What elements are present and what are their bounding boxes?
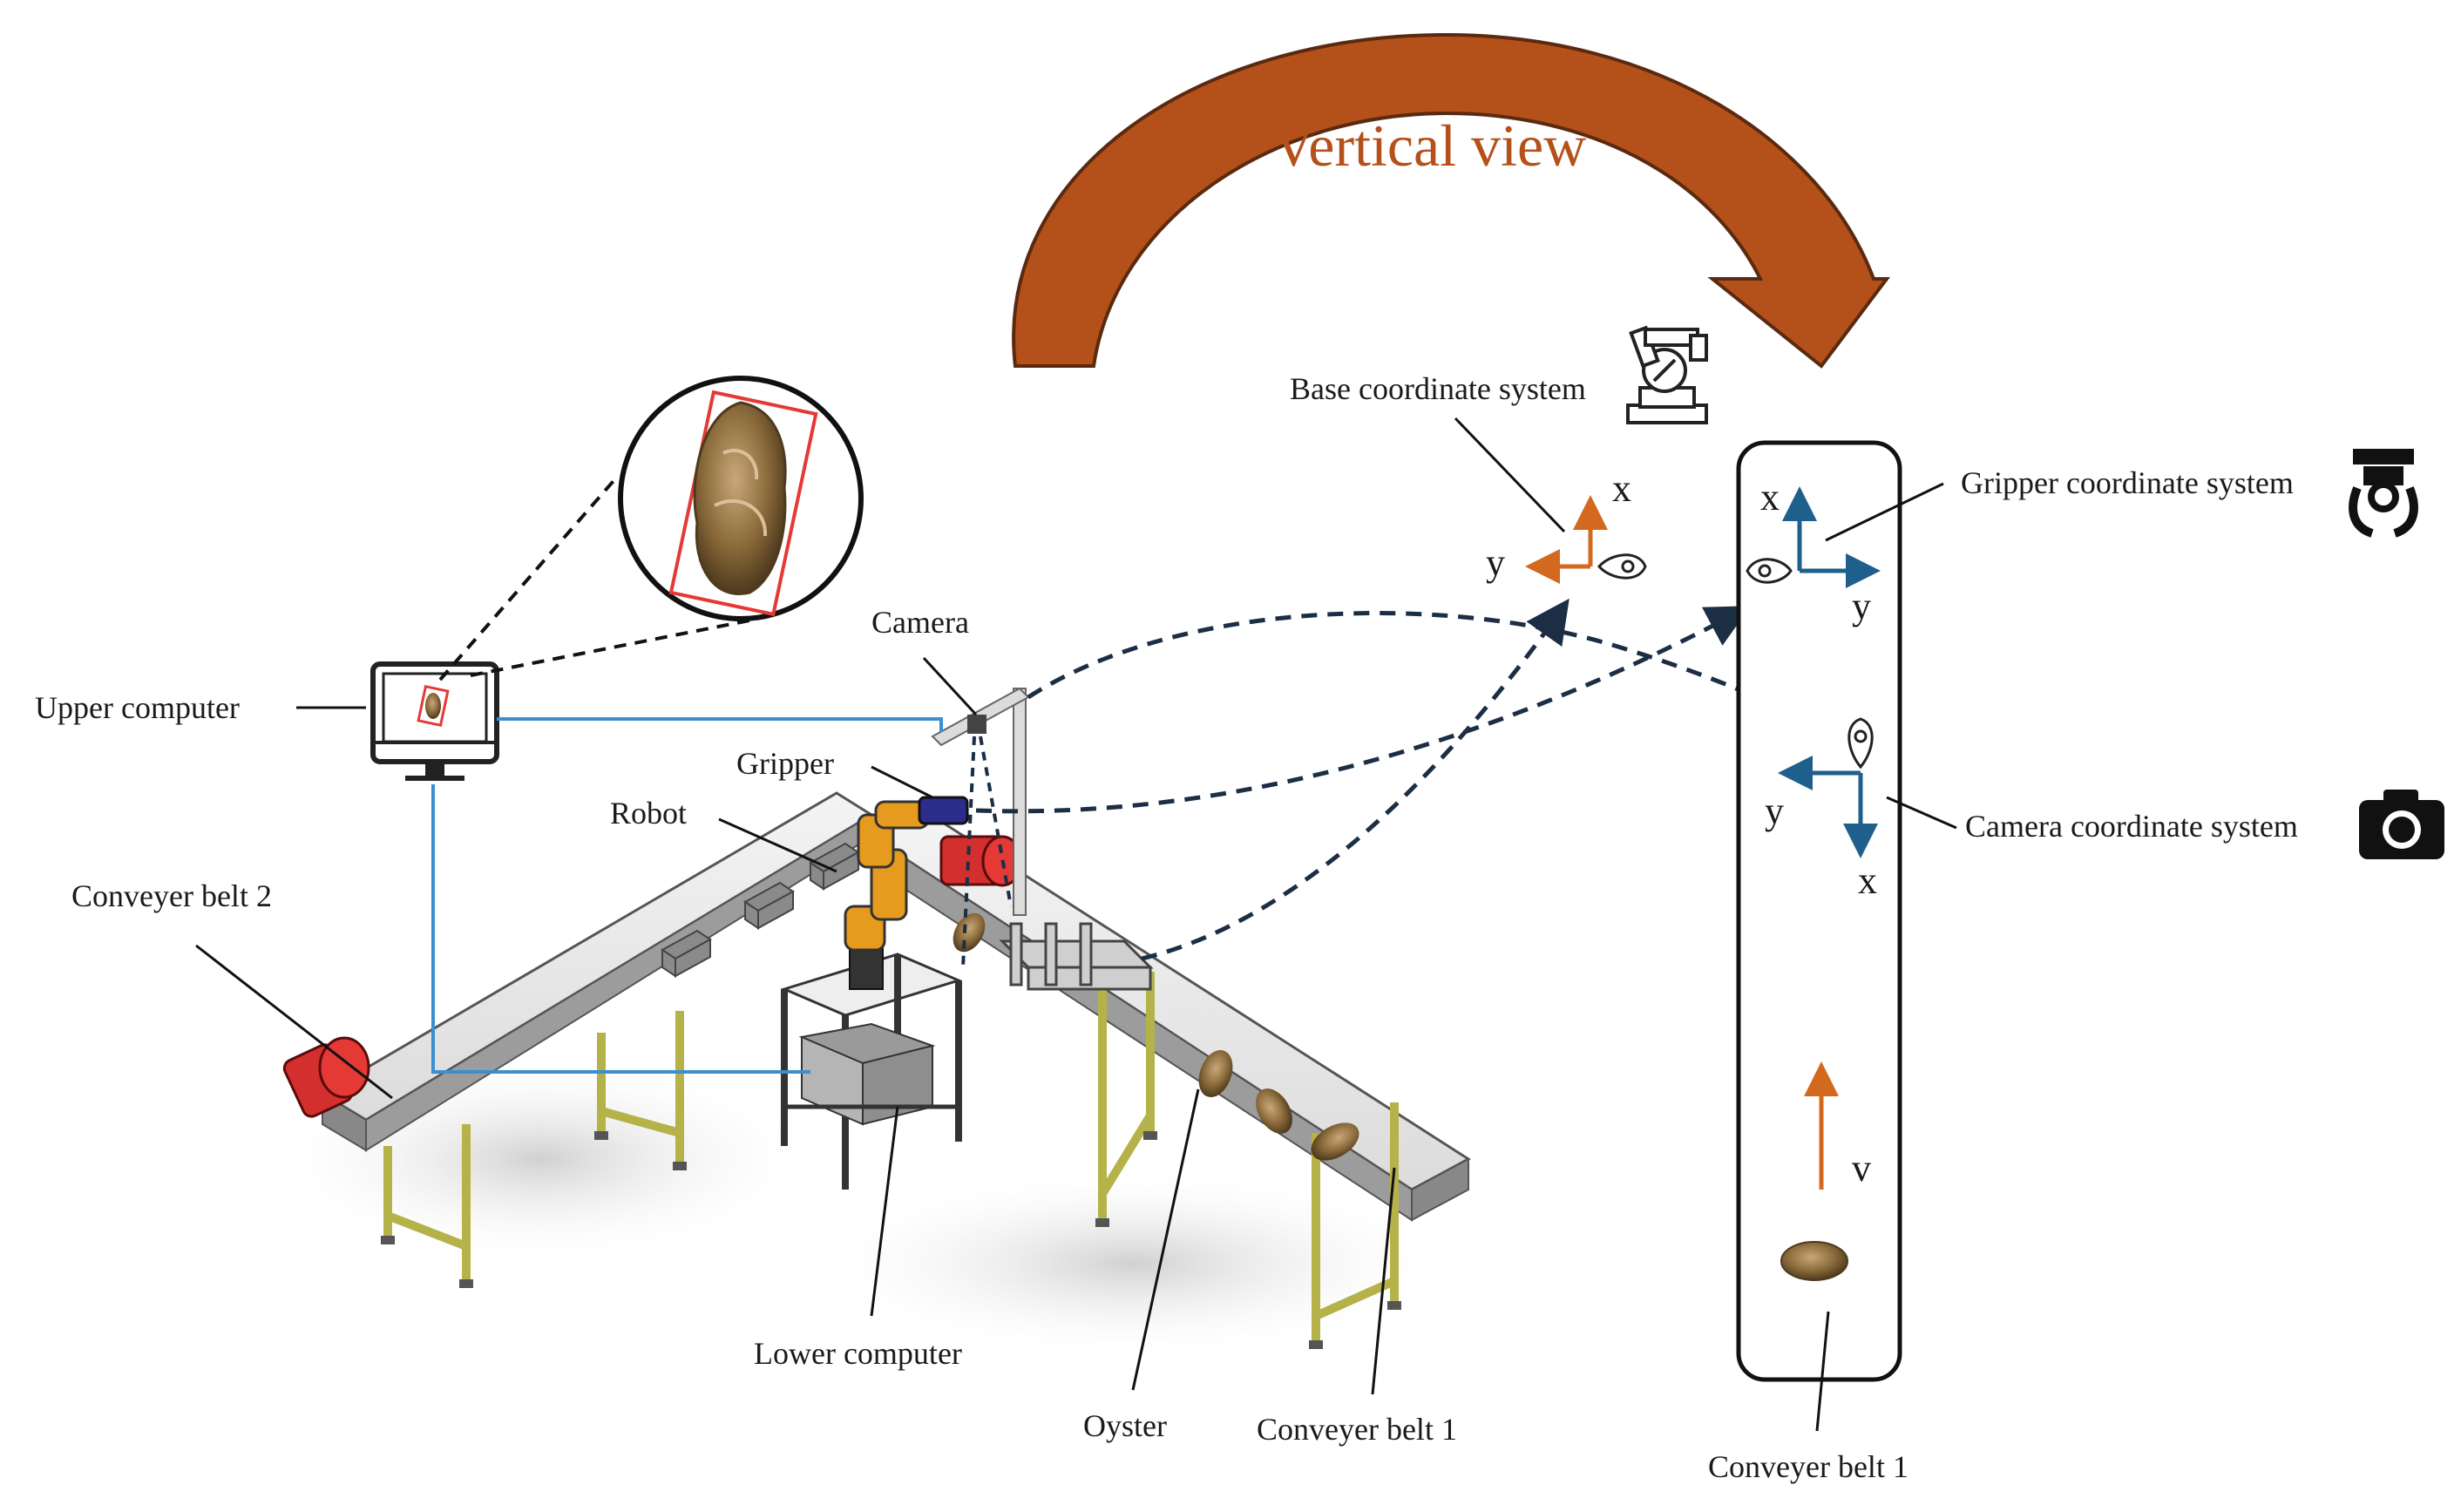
label-conveyer-belt-2: Conveyer belt 2 bbox=[71, 878, 272, 913]
robot-arm bbox=[844, 796, 969, 990]
label-gripper-coordinate-system: Gripper coordinate system bbox=[1961, 465, 2294, 500]
floor-shadow-right bbox=[802, 1168, 1464, 1359]
label-camera: Camera bbox=[871, 605, 969, 640]
cables bbox=[431, 717, 943, 1074]
label-upper-computer: Upper computer bbox=[35, 690, 240, 725]
label-camera-coordinate-system: Camera coordinate system bbox=[1965, 809, 2298, 844]
belt-2-motor bbox=[282, 1036, 370, 1118]
camera-axes bbox=[1778, 717, 1878, 858]
gripper-axis-x: x bbox=[1760, 476, 1780, 519]
robot-arm-icon bbox=[1626, 325, 1708, 424]
camera-icon bbox=[2359, 790, 2444, 859]
base-axes bbox=[1525, 495, 1647, 584]
gripper-icon bbox=[2349, 449, 2418, 538]
label-oyster: Oyster bbox=[1083, 1408, 1167, 1443]
mapping-curves bbox=[975, 598, 1847, 961]
label-robot: Robot bbox=[610, 796, 687, 831]
lower-computer-stand bbox=[780, 953, 963, 1190]
gripper-axis-y: y bbox=[1852, 585, 1871, 627]
belt-top-view bbox=[1736, 440, 1902, 1382]
location-pin-icon bbox=[1746, 558, 1793, 584]
label-gripper: Gripper bbox=[736, 746, 834, 781]
label-conveyer-belt-1: Conveyer belt 1 bbox=[1257, 1412, 1457, 1447]
base-axis-y: y bbox=[1486, 541, 1505, 584]
vertical-view-arrow bbox=[1012, 32, 1890, 369]
oyster-top-view bbox=[1780, 1241, 1848, 1281]
belt-1-motor bbox=[939, 835, 1023, 887]
magnified-oyster bbox=[618, 376, 864, 621]
label-base-coordinate-system: Base coordinate system bbox=[1290, 371, 1586, 406]
monitor-icon bbox=[370, 661, 499, 781]
base-axis-x: x bbox=[1612, 467, 1631, 510]
label-lower-computer: Lower computer bbox=[754, 1336, 962, 1371]
velocity-label: v bbox=[1852, 1147, 1871, 1190]
location-pin-icon bbox=[1847, 717, 1874, 770]
camera-axis-y: y bbox=[1765, 790, 1784, 832]
vertical-view-title: Vertical view bbox=[1272, 112, 1587, 179]
label-belt-top-view: Conveyer belt 1 bbox=[1708, 1449, 1908, 1484]
location-pin-icon bbox=[1597, 553, 1647, 580]
gripper-axes bbox=[1746, 486, 1881, 588]
camera-axis-x: x bbox=[1858, 859, 1877, 902]
